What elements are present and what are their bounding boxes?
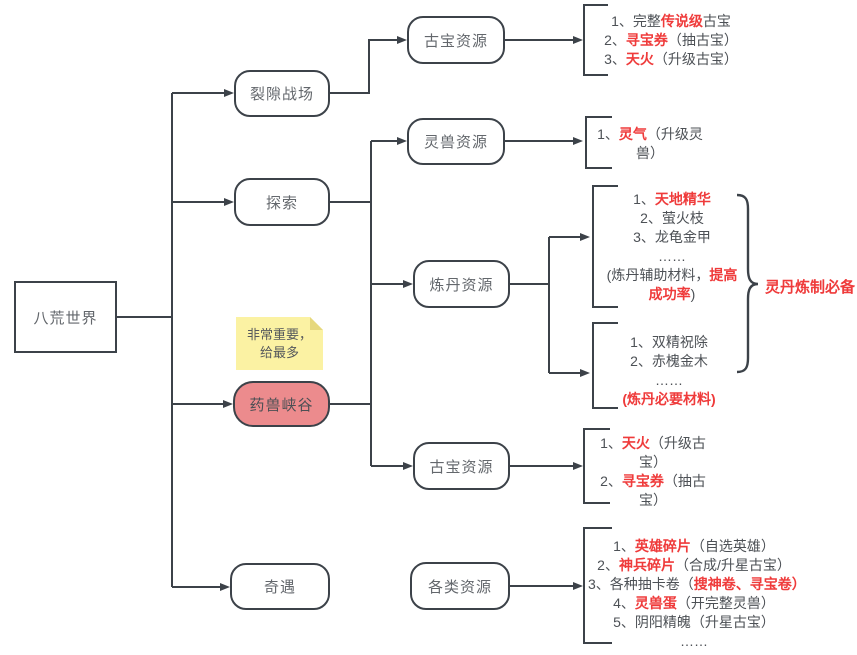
sticky-note[interactable]: 非常重要， 给最多 bbox=[236, 317, 323, 370]
bracket-spirit bbox=[585, 116, 612, 169]
node-rift-battlefield[interactable]: 裂隙战场 bbox=[234, 70, 330, 117]
list-line: 2、寻宝券（抽古宝） bbox=[604, 32, 738, 48]
bracket-alchemy-aux bbox=[592, 185, 618, 308]
node-root-label: 八荒世界 bbox=[33, 309, 98, 327]
list-line: 2、神兵碎片（合成/升星古宝） bbox=[597, 557, 791, 573]
node-explore-label: 探索 bbox=[265, 194, 298, 212]
list-line: 1、天火（升级古 bbox=[600, 435, 706, 451]
list-alchemy-aux[interactable]: 1、天地精华 2、萤火枝 3、龙龟金甲 …… (炼丹辅助材料，提高成功率) bbox=[598, 190, 746, 304]
node-adventure-label: 奇遇 bbox=[263, 579, 296, 596]
list-line: 3、各种抽卡卷（搜神卷、寻宝卷） bbox=[588, 576, 806, 592]
node-alchemy-label: 炼丹资源 bbox=[429, 276, 494, 294]
brace-label[interactable]: 灵丹炼制必备 bbox=[765, 279, 856, 296]
bracket-treasure-top bbox=[583, 4, 608, 76]
list-line: 宝） bbox=[639, 454, 667, 470]
list-line: 2、赤槐金木 bbox=[630, 353, 708, 369]
sticky-note-line1: 非常重要， bbox=[246, 327, 312, 342]
list-line: …… bbox=[655, 372, 683, 388]
list-line: 宝） bbox=[639, 492, 667, 508]
list-line: 1、天地精华 bbox=[633, 191, 711, 207]
node-rift-battlefield-label: 裂隙战场 bbox=[249, 86, 314, 103]
list-line: (炼丹必要材料) bbox=[622, 391, 716, 407]
list-line: …… bbox=[658, 248, 686, 264]
list-treasure-mid[interactable]: 1、天火（升级古宝） 2、寻宝券（抽古宝） bbox=[594, 434, 712, 510]
node-explore[interactable]: 探索 bbox=[234, 178, 330, 226]
node-spirit-beast-label: 灵兽资源 bbox=[423, 134, 488, 151]
node-root[interactable]: 八荒世界 bbox=[14, 281, 117, 353]
list-line: 4、灵兽蛋（开完整灵兽） bbox=[613, 595, 775, 611]
list-misc[interactable]: 1、英雄碎片（自选英雄） 2、神兵碎片（合成/升星古宝） 3、各种抽卡卷（搜神卷、寻… bbox=[588, 537, 806, 651]
node-treasure-mid-label: 古宝资源 bbox=[429, 458, 494, 476]
list-line: 1、完整传说级古宝 bbox=[611, 13, 731, 29]
list-line: 兽） bbox=[636, 145, 664, 161]
bracket-alchemy-core bbox=[592, 322, 618, 409]
list-line: 成功率) bbox=[648, 286, 696, 302]
list-line: …… bbox=[680, 633, 708, 649]
node-treasure-top[interactable]: 古宝资源 bbox=[407, 16, 505, 64]
list-line: (炼丹辅助材料，提高 bbox=[606, 267, 738, 283]
node-spirit-beast[interactable]: 灵兽资源 bbox=[407, 118, 505, 165]
list-line: 1、灵气（升级灵 bbox=[597, 126, 703, 142]
list-treasure-top[interactable]: 1、完整传说级古宝 2、寻宝券（抽古宝） 3、天火（升级古宝） bbox=[596, 12, 746, 69]
bracket-misc bbox=[583, 527, 612, 644]
list-spirit[interactable]: 1、灵气（升级灵兽） bbox=[594, 125, 706, 163]
list-line: 2、萤火枝 bbox=[640, 210, 704, 226]
list-alchemy-core[interactable]: 1、双精祝除 2、赤槐金木 …… (炼丹必要材料) bbox=[598, 333, 740, 409]
list-line: 5、阴阳精魄（升星古宝） bbox=[613, 614, 775, 630]
bracket-treasure-mid bbox=[583, 428, 610, 504]
brace-alchemy-group bbox=[736, 193, 759, 374]
edge-rift-treasure bbox=[330, 36, 407, 94]
node-beast-valley-label: 药兽峡谷 bbox=[249, 396, 314, 414]
list-line: 1、双精祝除 bbox=[630, 334, 708, 350]
node-misc[interactable]: 各类资源 bbox=[410, 562, 510, 610]
node-misc-label: 各类资源 bbox=[427, 578, 492, 596]
list-line: 2、寻宝券（抽古 bbox=[600, 473, 706, 489]
sticky-note-line2: 给最多 bbox=[259, 345, 299, 360]
node-adventure[interactable]: 奇遇 bbox=[230, 563, 330, 610]
node-alchemy[interactable]: 炼丹资源 bbox=[413, 260, 510, 308]
node-beast-valley[interactable]: 药兽峡谷 bbox=[233, 381, 330, 427]
node-treasure-mid[interactable]: 古宝资源 bbox=[413, 442, 510, 490]
node-treasure-top-label: 古宝资源 bbox=[423, 32, 488, 50]
list-line: 1、英雄碎片（自选英雄） bbox=[613, 538, 775, 554]
list-line: 3、龙龟金甲 bbox=[633, 229, 711, 245]
list-line: 3、天火（升级古宝） bbox=[604, 51, 738, 67]
